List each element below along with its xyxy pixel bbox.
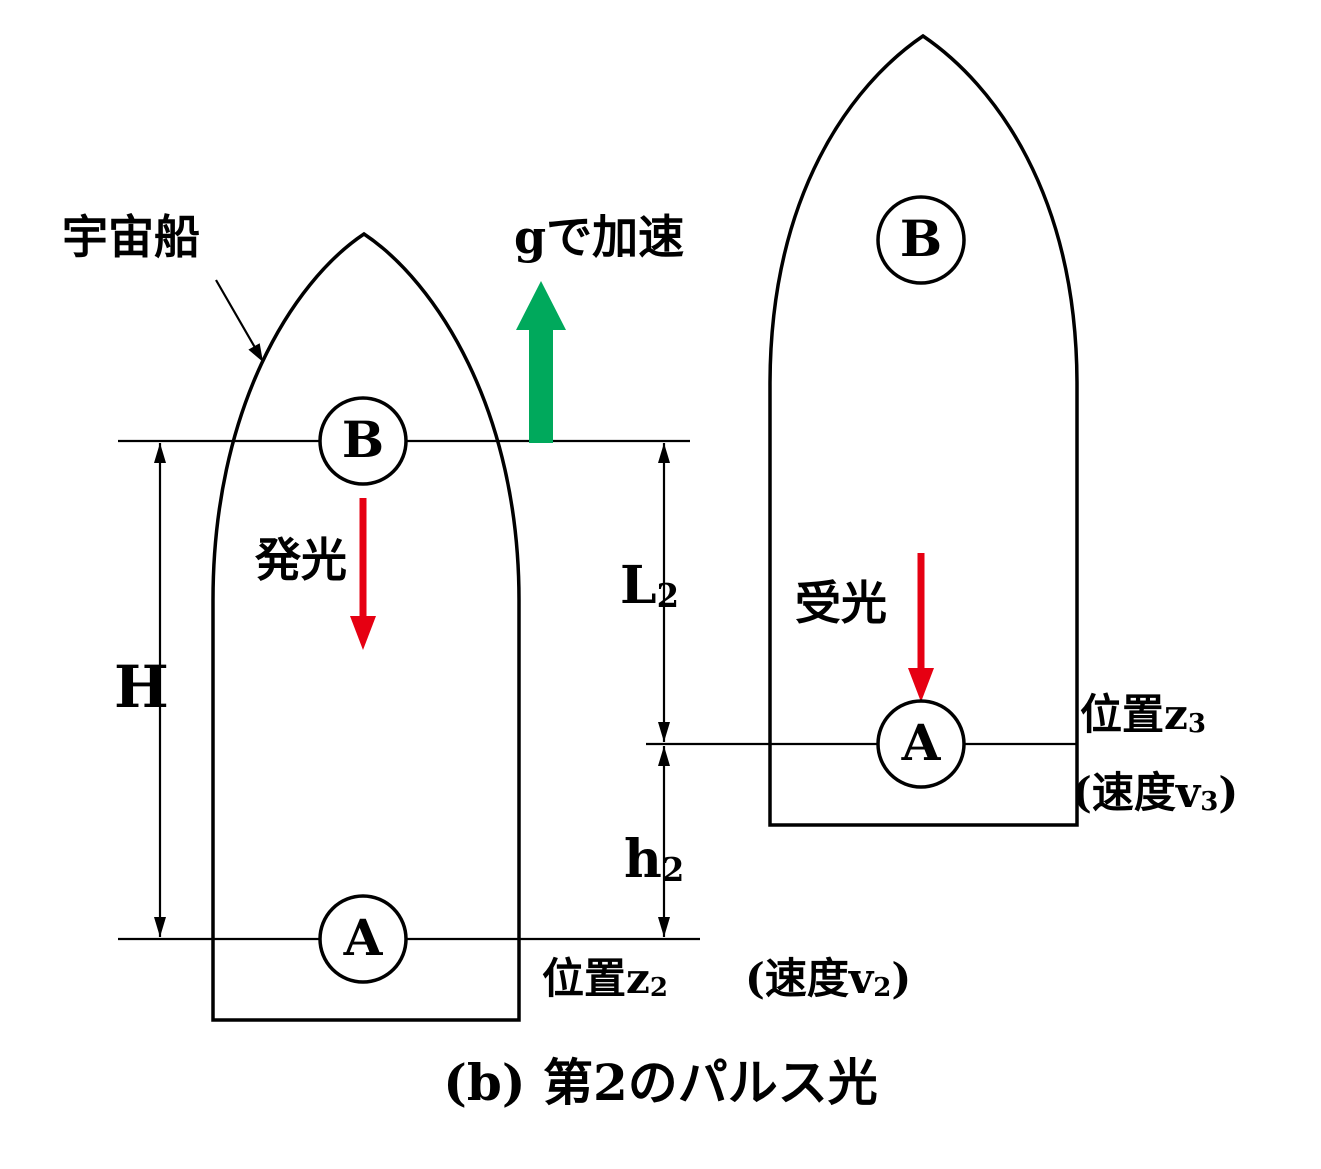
spaceship-label: 宇宙船 bbox=[62, 210, 200, 264]
right-point-a-circle bbox=[876, 699, 966, 789]
receive-light-label: 受光 bbox=[795, 576, 887, 630]
h-dimension-arrow bbox=[154, 443, 166, 937]
velocity-v2-label: (速度v2) bbox=[745, 954, 912, 1004]
velocity-v3-label: (速度v3) bbox=[1072, 768, 1239, 818]
left-point-b-circle bbox=[318, 396, 408, 486]
emit-light-arrow bbox=[350, 498, 376, 650]
caption: (b) 第2のパルス光 bbox=[443, 1053, 878, 1112]
acceleration-arrow bbox=[516, 281, 566, 443]
h-dimension-label: H bbox=[114, 653, 169, 721]
right-point-a-label: A bbox=[901, 713, 941, 772]
acceleration-label: gで加速 bbox=[514, 210, 685, 264]
position-z3-label: 位置z3 bbox=[1080, 690, 1206, 740]
emit-light-label: 発光 bbox=[255, 533, 347, 587]
position-z2-label: 位置z2 bbox=[542, 954, 668, 1004]
receive-light-arrow bbox=[908, 553, 934, 702]
h2-dimension-arrow bbox=[658, 746, 670, 937]
spaceship-pointer-arrow bbox=[215, 279, 263, 362]
left-point-a-circle bbox=[318, 894, 408, 984]
left-point-a-label: A bbox=[343, 908, 383, 967]
right-spaceship-outline bbox=[768, 33, 1079, 827]
right-point-b-circle bbox=[876, 195, 966, 285]
h2-dimension-label: h2 bbox=[624, 829, 685, 890]
l2-dimension-arrow bbox=[658, 443, 670, 742]
right-point-b-label: B bbox=[899, 209, 943, 268]
l2-dimension-label: L2 bbox=[620, 555, 679, 616]
left-point-b-label: B bbox=[341, 410, 385, 469]
